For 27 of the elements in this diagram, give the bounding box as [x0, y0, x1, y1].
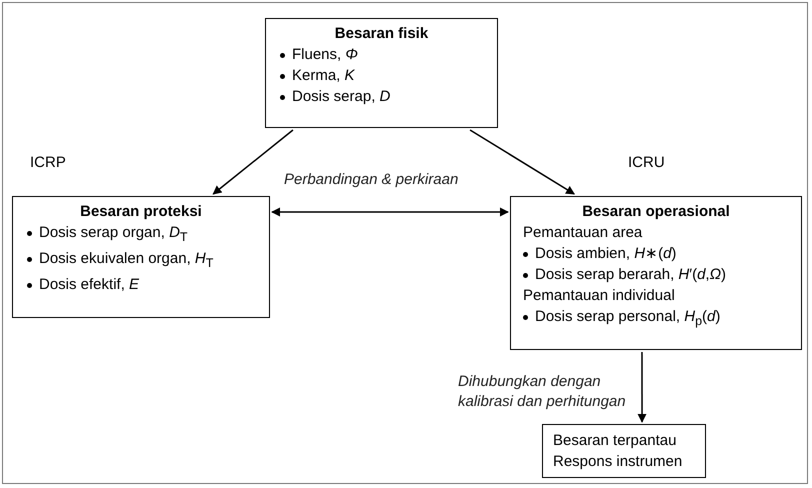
process-box: [510, 196, 802, 350]
bullet-item: Dosis serap personal, H$_{p}$(d): [523, 306, 789, 332]
bullet-item: Dosis serap, D: [280, 86, 483, 107]
box-text: Besaran terpantau: [553, 431, 678, 451]
box-heading: Besaran proteksi: [79, 202, 203, 222]
process-box: [542, 424, 706, 478]
group-label: ICRP: [30, 154, 66, 171]
bullet-item: Dosis serap organ, D$_{T}$: [27, 222, 255, 248]
bullet-item: Dosis efektif, E: [27, 274, 255, 295]
arrow: [470, 129, 575, 195]
process-box: [265, 18, 498, 128]
bullet-item: Dosis ambien, H∗(d): [523, 243, 789, 264]
bullet-item: Kerma, K: [280, 65, 483, 86]
box-heading: Besaran fisik: [334, 24, 430, 44]
box-text: Pemantauan area: [523, 223, 644, 243]
box-heading: Besaran operasional: [581, 202, 731, 222]
arrow: [212, 129, 294, 195]
edge-label: Perbandingan & perkiraan: [284, 170, 458, 190]
arrow: [271, 208, 509, 216]
arrow: [638, 352, 647, 423]
bullet-item: Fluens, Φ: [280, 44, 483, 65]
process-box: [12, 196, 270, 318]
box-text: Respons instrumen: [553, 452, 684, 472]
bullet-item: Dosis serap berarah, H′(d,Ω): [523, 264, 789, 285]
box-text: Pemantauan individual: [523, 286, 676, 306]
bullet-item: Dosis ekuivalen organ, H$_{T}$: [27, 248, 255, 274]
group-label: ICRU: [628, 154, 665, 171]
